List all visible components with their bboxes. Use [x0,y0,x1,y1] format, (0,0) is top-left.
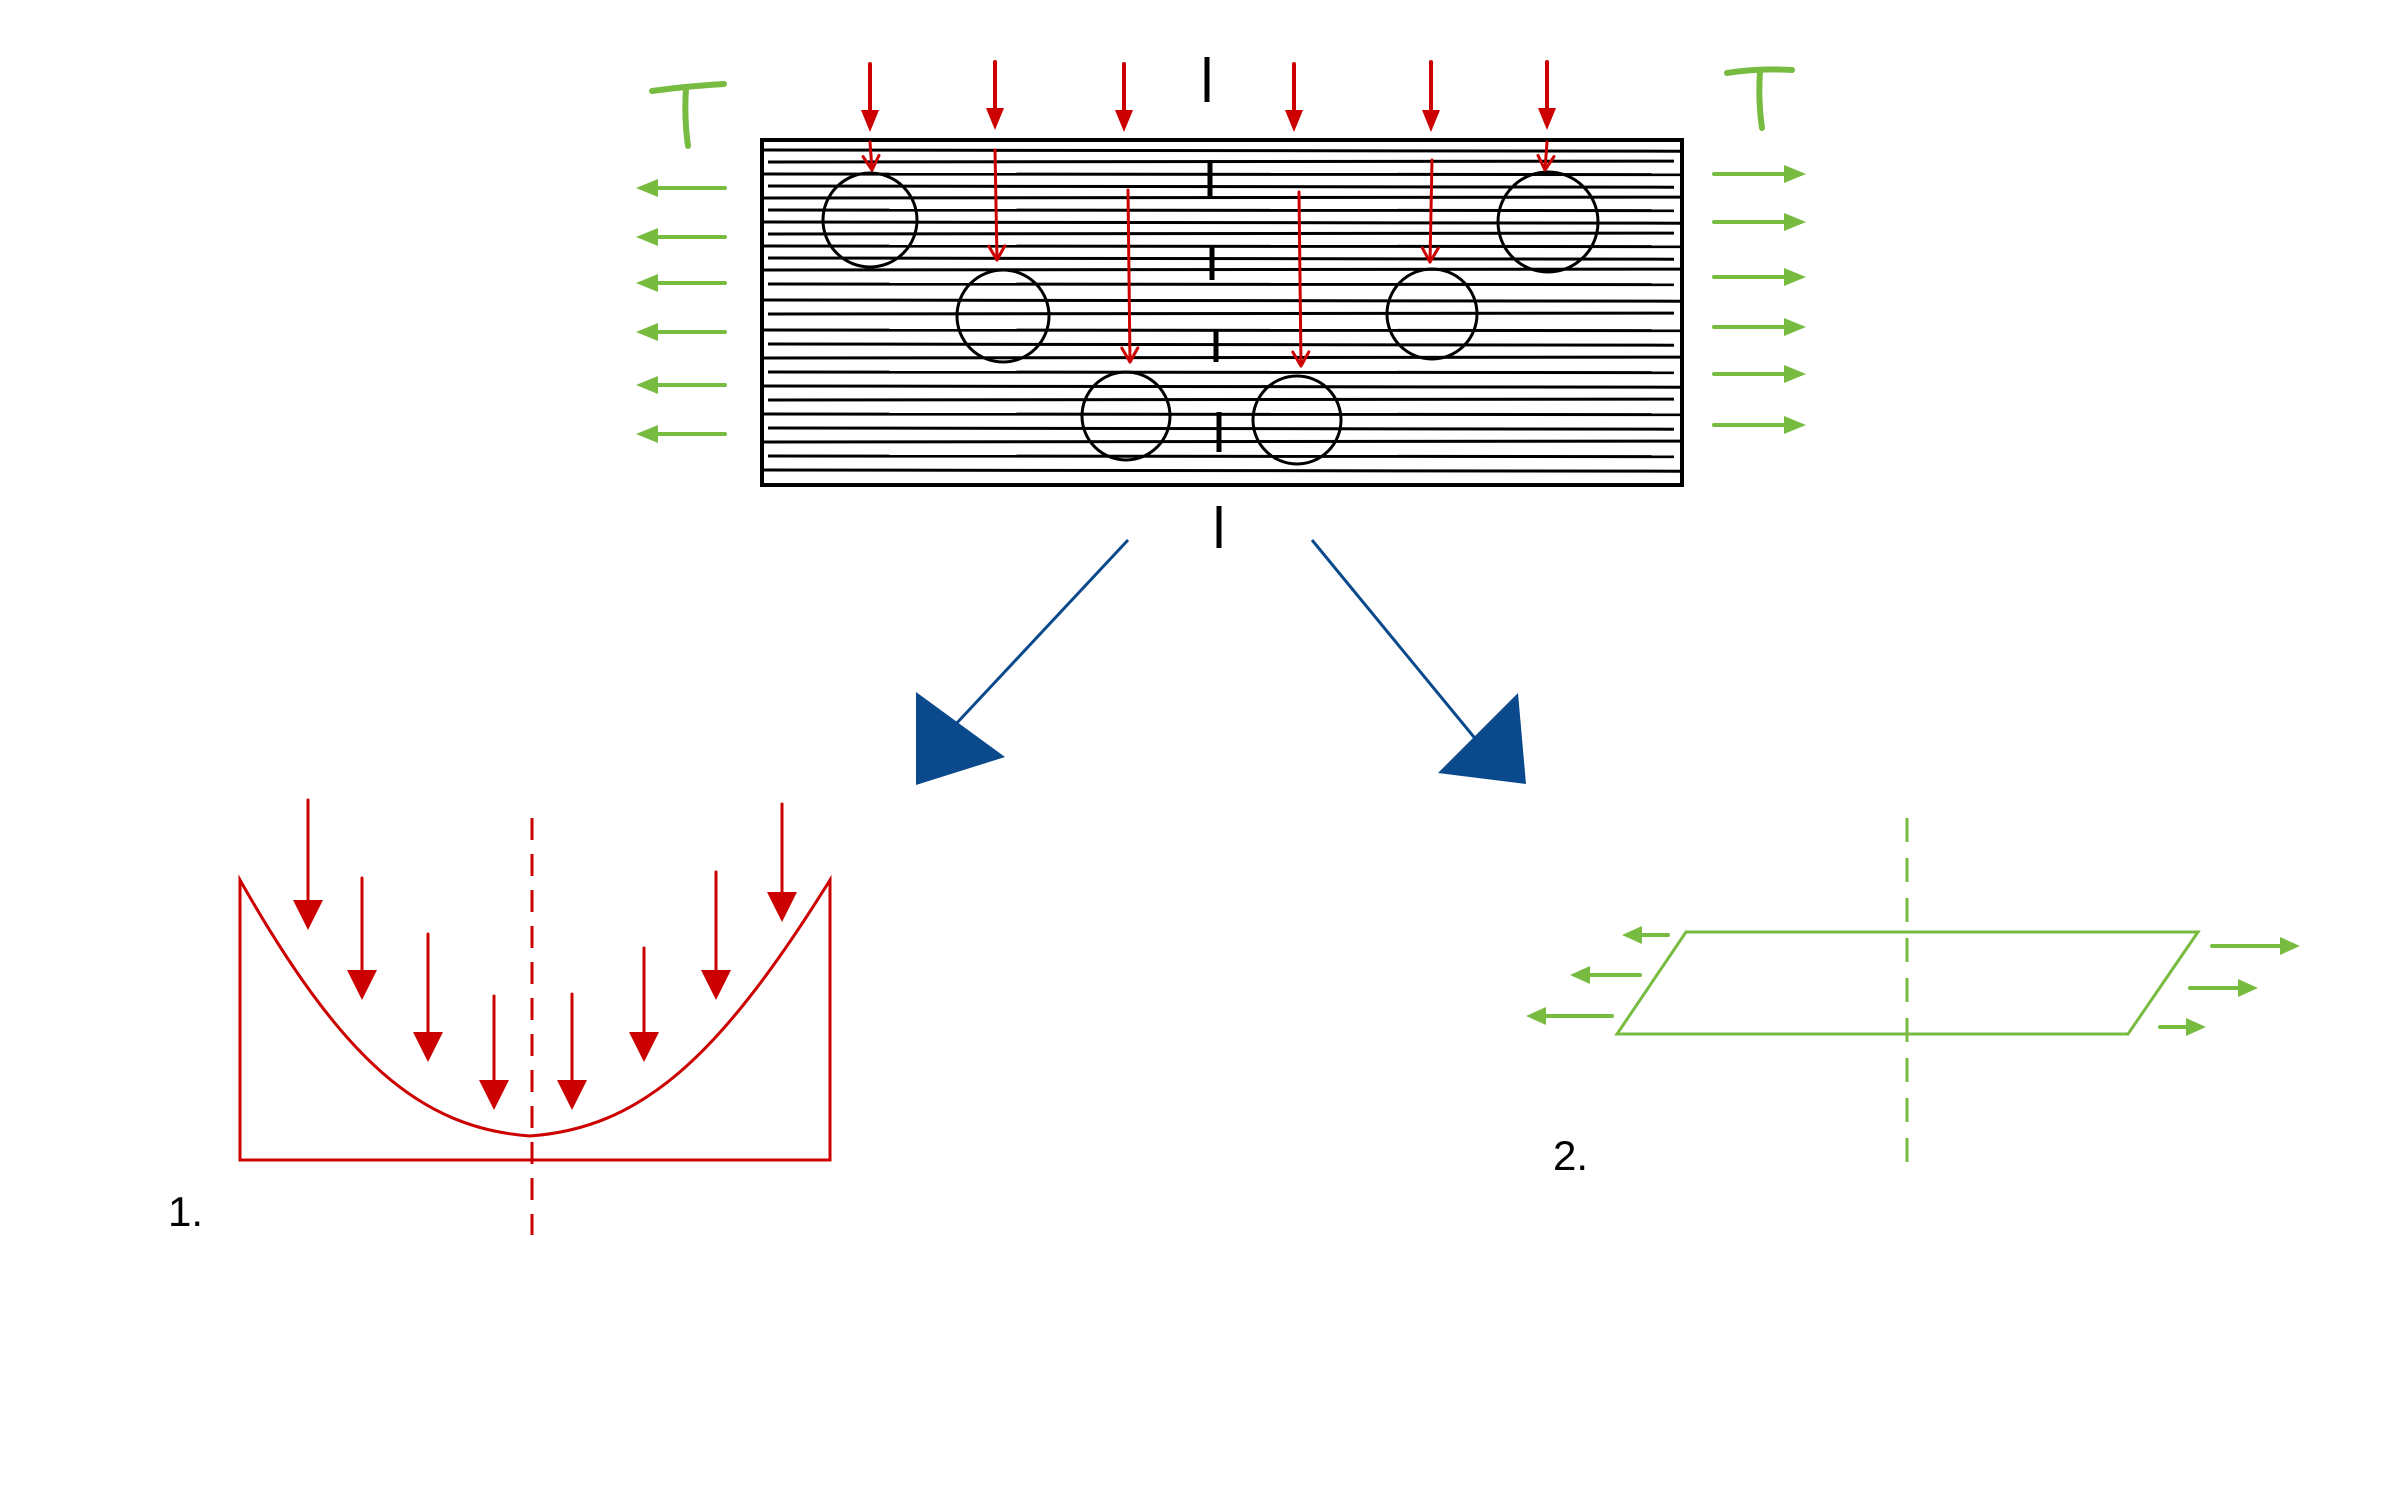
shear-arrow-left [1526,1007,1614,1025]
laminate-layer [763,172,1681,177]
inclusion-circle [821,171,919,269]
inclusion-circle [1385,267,1479,361]
tension-arrow-left [636,228,727,246]
load-arrow-inner [1420,158,1440,264]
tension-arrow-left [636,323,727,341]
inclusion-circle [955,268,1051,364]
panel-2-label: 2. [1553,1132,1588,1179]
distributed-load-arrow [767,802,797,922]
inclusion-circles [821,170,1600,466]
shear-arrow-left [1622,926,1670,944]
laminate-layer [767,231,1675,236]
tension-arrow-right [1712,416,1806,434]
bending-profile [238,874,832,1162]
laminate-layer [767,397,1675,402]
flow-arrow-right [1310,539,1526,784]
shear-arrow-right [2188,979,2258,997]
distributed-load-arrow [347,876,377,1000]
distributed-load-arrow [629,946,659,1062]
shear-arrow-right [2210,937,2300,955]
load-arrow-top [986,60,1004,130]
tension-arrow-left [636,179,727,197]
panel-1-bending [238,798,832,1235]
laminate-layer [763,468,1681,473]
laminate-block [760,138,1684,487]
laminate-layer [763,439,1681,444]
laminate-layer [763,195,1681,200]
tension-arrow-right [1712,318,1806,336]
laminate-layer [763,298,1681,303]
panel-1-label: 1. [168,1188,203,1235]
distributed-load-arrows [293,798,797,1110]
load-arrow-top [1422,60,1440,132]
laminate-layer [763,148,1681,153]
laminate-layer [763,384,1681,389]
laminate-layer [767,184,1675,189]
tension-arrow-right [1712,213,1806,231]
laminate-layer [767,208,1675,213]
tension-arrow-right [1712,268,1806,286]
laminate-layer [767,454,1675,459]
panel-2-shear [1526,818,2300,1168]
load-arrow-top [1538,60,1556,130]
distributed-load-arrow [701,870,731,1000]
flow-arrow-left [916,538,1130,785]
distributed-load-arrow [557,992,587,1110]
laminate-outline [760,138,1684,487]
vertical-load-arrows [861,60,1556,368]
laminate-layer [767,311,1675,316]
tension-label-left [649,81,727,149]
shear-force-arrows [1526,926,2300,1036]
load-arrow-top [1285,62,1303,132]
load-arrow-inner [987,148,1007,262]
inclusion-circle [1080,370,1172,462]
laminate-layer [767,370,1675,375]
load-arrow-top [1115,62,1133,132]
tension-arrow-left [636,274,727,292]
laminate-layer [767,342,1675,347]
inclusion-circle [1251,374,1343,466]
tension-arrow-left [636,376,727,394]
distributed-load-arrow [293,798,323,930]
load-arrow-top [861,62,879,132]
laminate-layer [763,267,1681,272]
tension-arrow-right [1712,165,1806,183]
laminate-layer [763,355,1681,360]
tension-label-right [1724,66,1795,131]
sheared-layer [1614,930,2201,1036]
section-center-marks [1207,160,1222,452]
load-arrow-inner [1120,188,1140,364]
laminate-layer [763,412,1681,417]
shear-arrow-right [2158,1018,2206,1036]
distributed-load-arrow [479,994,509,1110]
laminate-layer [767,159,1675,164]
tension-arrow-right [1712,365,1806,383]
inclusion-circle [1496,170,1600,274]
laminate-layers [763,148,1681,473]
laminate-layer [763,244,1681,249]
laminate-layer [767,256,1675,261]
load-arrow-inner [1536,140,1556,172]
laminate-layer [763,220,1681,225]
shear-arrow-left [1570,966,1642,984]
laminate-layer [763,328,1681,333]
load-arrow-inner [1291,190,1311,368]
tension-arrow-left [636,425,727,443]
load-arrow-inner [861,140,881,172]
distributed-load-arrow [413,932,443,1062]
laminate-layer [767,282,1675,287]
tension-arrows [636,165,1806,443]
